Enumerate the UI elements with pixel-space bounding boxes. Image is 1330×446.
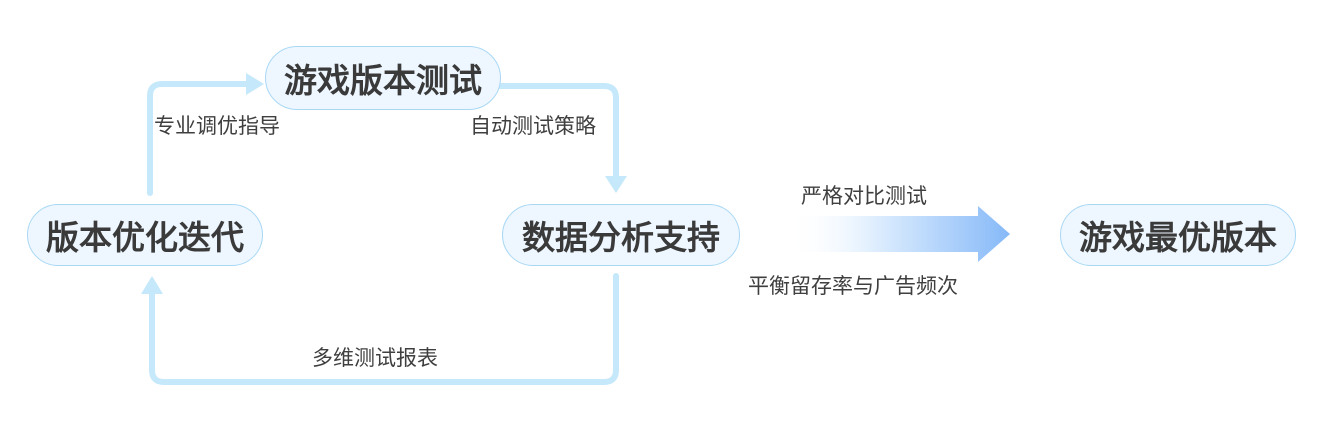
arrowhead-into-version-iterate	[141, 276, 163, 294]
label-multi-report: 多维测试报表	[312, 346, 438, 370]
gradient-arrow-to-best-version	[788, 206, 1010, 262]
label-balance: 平衡留存率与广告频次	[748, 274, 958, 298]
connector-analysis-to-iterate	[149, 273, 619, 385]
node-version-iterate: 版本优化迭代	[27, 204, 263, 266]
node-version-test: 游戏版本测试	[265, 46, 501, 110]
arrowhead-into-version-test	[246, 73, 264, 95]
connector-iterate-to-test	[147, 81, 253, 196]
arrowhead-into-data-analysis	[605, 176, 627, 193]
label-strict-ab: 严格对比测试	[801, 184, 927, 208]
node-data-analysis: 数据分析支持	[502, 204, 740, 266]
label-pro-guidance: 专业调优指导	[154, 114, 280, 138]
label-auto-strategy: 自动测试策略	[470, 114, 596, 138]
connector-test-to-analysis	[497, 83, 619, 181]
node-best-version: 游戏最优版本	[1060, 204, 1296, 266]
